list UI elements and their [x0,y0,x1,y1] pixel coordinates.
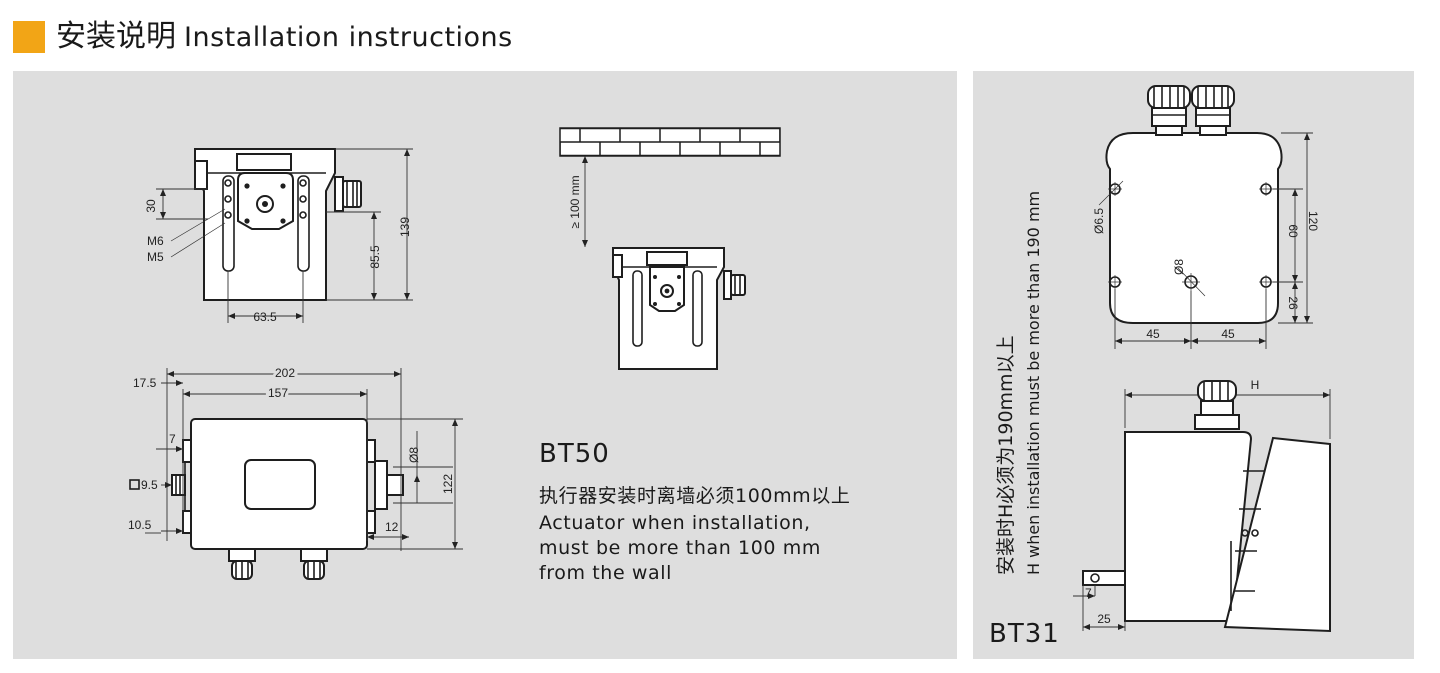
bt50-drawing: 139 85.5 30 M6 M5 63.5 [128,127,781,580]
dim-h: H [1251,378,1260,392]
wall-bricks [559,127,781,157]
dim-dia8: Ø8 [1172,259,1186,275]
label-m5: M5 [147,250,164,264]
dim-7-side: 7 [1085,586,1092,600]
dim-45-left: 45 [1146,327,1160,341]
dim-30: 30 [144,199,158,213]
dim-45-right: 45 [1221,327,1235,341]
title-cn: 安装说明 [56,19,176,54]
dim-85-5: 85.5 [368,245,382,269]
header-accent-square [13,21,45,53]
dim-139: 139 [398,217,412,237]
bt50-panel: 139 85.5 30 M6 M5 63.5 [13,71,957,659]
bt50-note-en-1: Actuator when installation, [539,512,811,534]
bt50-bottom-view: 202 157 17.5 7 9.5 10.5 12 Ø8 122 [128,363,463,580]
dim-12: 12 [385,520,399,534]
dim-157: 157 [268,386,288,400]
dim-7: 7 [169,432,176,446]
title-en: Installation instructions [184,22,513,53]
bt31-panel: Ø6.5 Ø8 120 60 26 45 45 H [973,71,1414,659]
bt50-note-en-3: from the wall [539,562,673,584]
bt31-top-view: Ø6.5 Ø8 120 60 26 45 45 [1092,85,1320,349]
bt31-model-label: BT31 [989,619,1060,649]
dim-17-5: 17.5 [133,376,157,390]
bt31-side-view: H 7 25 [1073,378,1331,633]
bt50-front-view: 139 85.5 30 M6 M5 63.5 [144,148,413,324]
dim-120: 120 [1306,211,1320,231]
dim-122: 122 [441,474,455,494]
bt50-note-cn: 执行器安装时离墙必须100mm以上 [539,485,851,507]
dim-26: 26 [1286,296,1300,310]
dim-10-5: 10.5 [128,518,152,532]
dim-25: 25 [1097,612,1111,626]
bt50-wall-view: ≥ 100 mm [559,127,781,370]
page-title: 安装说明 Installation instructions [56,18,513,57]
dim-9-5: 9.5 [141,478,158,492]
bt50-model-label: BT50 [539,439,610,469]
dim-60: 60 [1286,224,1300,238]
dim-dia6-5: Ø6.5 [1092,208,1106,234]
dim-dia8: Ø8 [407,447,421,463]
bt31-note-cn: 安装时H必须为190mm以上 [995,335,1017,575]
dim-wall-100mm: ≥ 100 mm [568,175,582,228]
bt50-note-en-2: must be more than 100 mm [539,537,821,559]
dim-63-5: 63.5 [253,310,277,324]
bt31-note-en: H when installation must be more than 19… [1024,190,1043,575]
bt31-drawing: Ø6.5 Ø8 120 60 26 45 45 H [1073,85,1331,633]
label-m6: M6 [147,234,164,248]
dim-202: 202 [275,366,295,380]
